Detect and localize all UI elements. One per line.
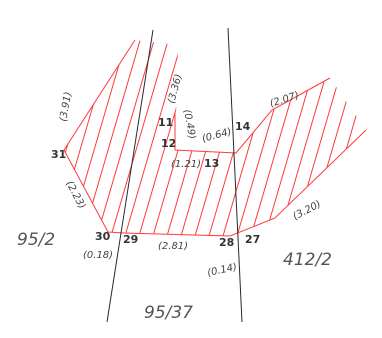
hatch-line [64,40,133,236]
dimension-3-36: (3.36) [166,73,184,105]
dimension-2-81: (2.81) [158,241,188,252]
boundary-line-right [227,27,243,323]
point-27: 27 [245,233,260,246]
point-11: 11 [158,116,173,129]
dimension-0-14: (0.14) [206,262,238,279]
point-12: 12 [161,137,176,150]
hatch-line [243,40,315,236]
hatch-line [64,40,77,236]
parcel-label-left: 95/2 [17,230,55,250]
point-31: 31 [51,148,66,161]
hatch-line [229,40,301,236]
hatch-line [313,40,366,236]
dimension-3-20: (3.20) [291,199,323,223]
hatch-line [0,20,20,260]
hatch-line [103,40,175,236]
hatch-line [370,20,382,260]
dimension-2-07: (2.07) [269,90,301,110]
hatch-line [341,40,366,236]
hatched-area [0,20,382,260]
hatch-line [355,40,366,236]
dimension-1-21: (1.21) [171,159,201,170]
dimension-2-23: (2.23) [63,179,87,211]
dimension-0-49: (0.49) [181,109,197,141]
hatch-line [117,40,189,236]
hatch-line [0,20,48,260]
dimension-3-91: (3.91) [58,91,74,123]
point-14: 14 [235,120,251,133]
parcel-label-right: 412/2 [283,250,332,270]
hatched-area-outline [63,39,136,151]
hatched-area-outline-lower [63,129,367,237]
hatch-line [0,20,6,260]
hatch-line [271,40,343,236]
point-30: 30 [95,230,111,243]
hatch-line [64,40,91,236]
hatch-line [285,40,357,236]
point-29: 29 [123,233,138,246]
hatch-line [215,40,287,236]
parcel-label-bottom: 95/37 [144,303,193,323]
hatch-line [0,20,62,260]
point-13: 13 [204,157,219,170]
dimension-0-18: (0.18) [83,250,113,261]
hatched-area-outline-inner [174,77,331,154]
boundary-line-left [106,29,154,323]
dimension-0-64: (0.64) [201,126,233,144]
point-28: 28 [219,236,234,249]
hatch-line [64,40,105,236]
hatch-line [0,20,34,260]
hatch-line [257,40,329,236]
hatch-line [299,40,366,236]
hatch-line [64,40,119,236]
